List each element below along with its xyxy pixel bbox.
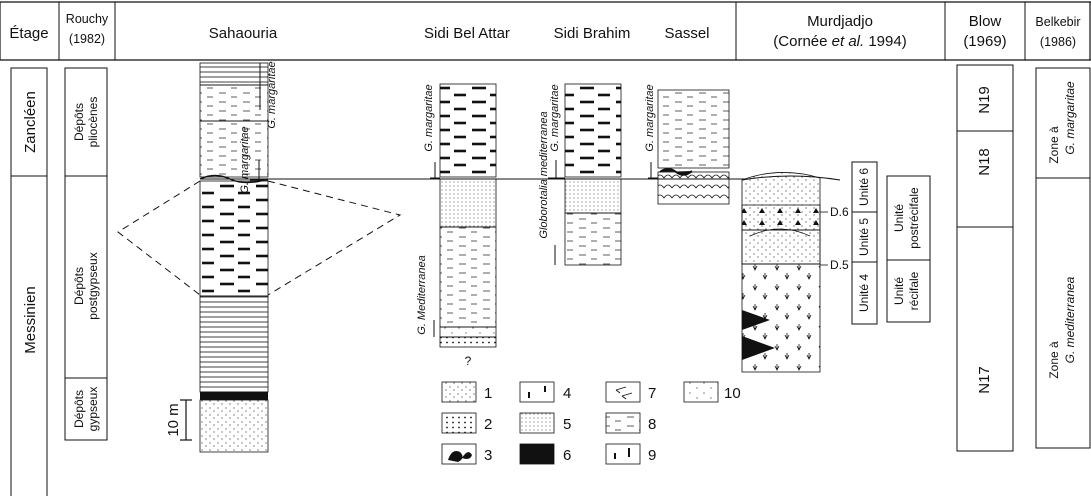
murdjadjo-d5: D.5	[830, 258, 849, 272]
sidi-bel-attar-section: G. margaritae G. Mediterranea ?	[416, 83, 497, 368]
header-blow-year: (1969)	[963, 33, 1006, 50]
sahaouria-g-margaritae-2: G. margaritae	[239, 126, 251, 193]
scale-bar: 10 m	[165, 399, 192, 441]
legend-item-7: 7	[605, 381, 656, 403]
header-belkebir-year: (1986)	[1040, 35, 1076, 49]
header-etage: Étage	[9, 25, 48, 42]
legend-num-1: 1	[484, 385, 492, 402]
header-belkebir-name: Belkebir	[1035, 15, 1080, 29]
unite-postrecifale-1: Unité	[892, 204, 906, 232]
scale-label: 10 m	[165, 403, 182, 436]
murdjadjo-section: D.6 D.5 Unité 6 Unité 5 Unité 4 Unité po…	[741, 161, 931, 373]
sahaouria-correlation-envelope	[117, 180, 402, 296]
unite-recifale-2: récifale	[907, 271, 921, 310]
header-row: Étage Rouchy (1982) Sahaouria Sidi Bel A…	[0, 1, 1091, 61]
stage-messinian: Messinien	[22, 286, 39, 354]
sahaouria-g-margaritae: G. margaritae	[266, 61, 278, 128]
rouchy-postgypseux-2: postgypseux	[86, 252, 100, 319]
legend-item-8: 8	[605, 412, 656, 434]
sassel-g-margaritae: G. margaritae	[644, 84, 656, 151]
legend-num-5: 5	[563, 416, 571, 433]
rouchy-gypseux-1: Dépôts	[72, 390, 86, 428]
rouchy-postgypseux-1: Dépôts	[72, 267, 86, 305]
legend: 1 2 3 4 5 6 7	[441, 381, 741, 465]
header-sidi-bel-attar: Sidi Bel Attar	[424, 25, 510, 42]
header-sassel: Sassel	[664, 25, 709, 42]
blow-n18: N18	[976, 148, 993, 176]
header-rouchy-year: (1982)	[69, 32, 105, 46]
legend-num-3: 3	[484, 447, 492, 464]
belkebir-mediterranea-1: Zone à	[1047, 341, 1061, 379]
legend-item-2: 2	[441, 412, 492, 434]
rouchy-pliocene-2: pliocènes	[86, 97, 100, 148]
rouchy-column: Dépôts pliocènes Dépôts postgypseux Dépô…	[64, 67, 108, 441]
legend-num-4: 4	[563, 385, 571, 402]
header-sahaouria: Sahaouria	[209, 25, 278, 42]
belkebir-mediterranea-2: G. mediterranea	[1063, 276, 1077, 363]
question-mark: ?	[465, 354, 472, 368]
legend-item-6: 6	[519, 443, 571, 465]
legend-item-5: 5	[519, 412, 571, 434]
header-rouchy-name: Rouchy	[66, 12, 109, 26]
legend-item-4: 4	[519, 381, 571, 403]
sidi-brahim-g-margaritae: G. margaritae	[549, 84, 561, 151]
legend-item-1: 1	[441, 381, 492, 403]
header-blow-name: Blow	[969, 13, 1002, 30]
unite-4: Unité 4	[857, 274, 871, 312]
legend-num-2: 2	[484, 416, 492, 433]
legend-item-10: 10	[683, 381, 741, 403]
header-murdjadjo-name: Murdjadjo	[807, 13, 873, 30]
belkebir-margaritae-2: G. margaritae	[1063, 81, 1077, 155]
legend-num-9: 9	[648, 447, 656, 464]
legend-item-3: 3	[441, 443, 492, 465]
sassel-section: G. margaritae	[644, 84, 730, 205]
rouchy-gypseux-2: gypseux	[86, 387, 100, 432]
legend-num-7: 7	[648, 385, 656, 402]
blow-column: N19 N18 N17	[956, 64, 1014, 452]
sidi-bel-attar-g-mediterranea: G. Mediterranea	[416, 255, 428, 334]
legend-num-8: 8	[648, 416, 656, 433]
sidi-brahim-section: G. margaritae Globorotalia mediterranea	[538, 83, 622, 266]
unite-postrecifale-2: postrécifale	[907, 187, 921, 249]
legend-num-10: 10	[724, 385, 741, 402]
header-murdjadjo-ref: (Cornée et al. 1994)	[773, 33, 906, 50]
rouchy-pliocene-1: Dépôts	[72, 103, 86, 141]
stage-column: Zancléen Messinien	[10, 67, 48, 496]
sidi-brahim-globorotalia-mediterranea: Globorotalia mediterranea	[538, 111, 550, 238]
sidi-bel-attar-g-margaritae: G. margaritae	[423, 84, 435, 151]
belkebir-column: Zone à G. margaritae Zone à G. mediterra…	[1035, 67, 1091, 449]
unite-6: Unité 6	[857, 168, 871, 206]
unite-5: Unité 5	[857, 218, 871, 256]
stage-zanclean: Zancléen	[22, 91, 39, 153]
sahaouria-section: G. margaritae G. margaritae	[117, 61, 402, 453]
blow-n17: N17	[976, 366, 993, 394]
legend-item-9: 9	[605, 443, 656, 465]
belkebir-margaritae-1: Zone à	[1047, 126, 1061, 164]
header-sidi-brahim: Sidi Brahim	[554, 25, 631, 42]
unite-recifale-1: Unité	[892, 277, 906, 305]
murdjadjo-d6: D.6	[830, 205, 849, 219]
legend-num-6: 6	[563, 447, 571, 464]
blow-n19: N19	[976, 86, 993, 114]
